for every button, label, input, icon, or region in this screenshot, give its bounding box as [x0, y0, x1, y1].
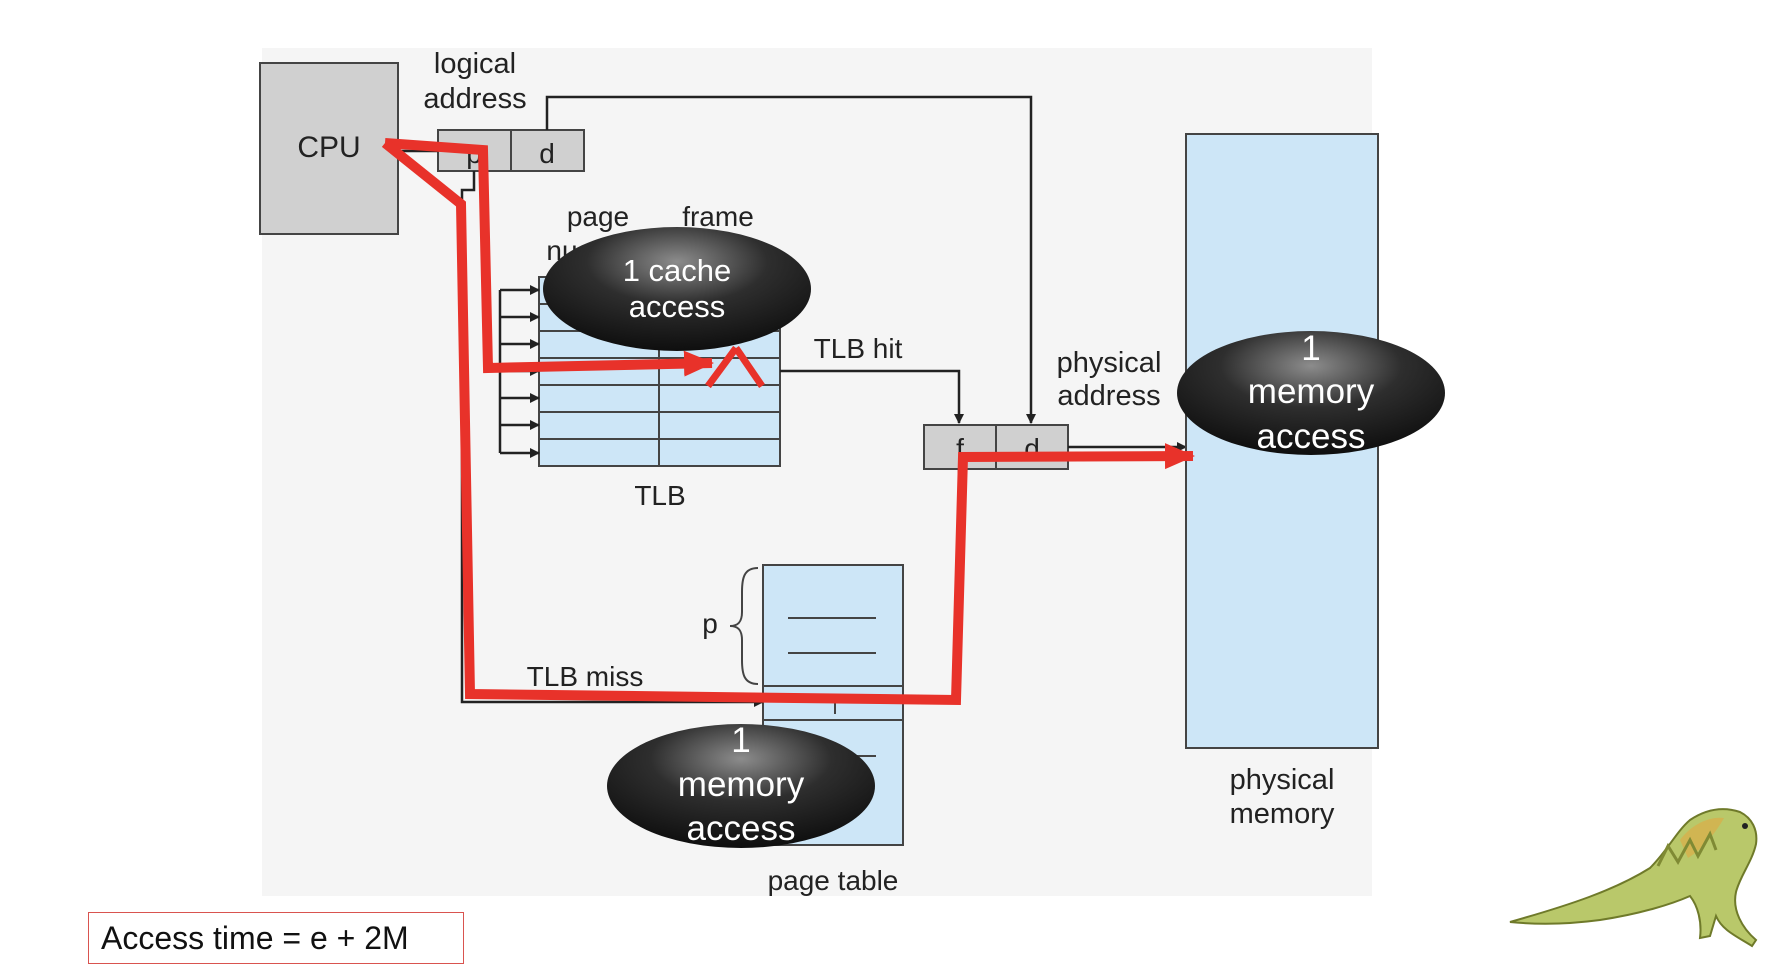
memory-bottom-line3: access — [687, 809, 796, 848]
logical-d-label: d — [539, 138, 555, 169]
tlb-miss-x-mark — [705, 345, 765, 389]
tlb-label: TLB — [634, 480, 685, 511]
page-table-brace — [729, 567, 759, 685]
memory-access-callout-bottom: 1 memory access — [607, 721, 875, 848]
memory-bottom-line1: 1 — [731, 721, 750, 760]
logical-address-label-line1: logical — [434, 48, 516, 80]
physical-memory-label-line2: memory — [1230, 798, 1335, 830]
cpu-box — [259, 62, 399, 235]
offset-path-line — [545, 95, 1036, 424]
dinosaur-icon — [1509, 808, 1758, 948]
tlb-page-header: page — [567, 201, 629, 232]
page-table-label: page table — [768, 865, 899, 896]
tlb-miss-label: TLB miss — [527, 661, 644, 692]
access-time-formula: Access time = e + 2M — [88, 912, 464, 964]
tlb-hit-line — [780, 369, 964, 424]
physical-memory-label-line1: physical — [1230, 764, 1335, 796]
physical-f-label: f — [956, 433, 964, 464]
memory-right-line1: 1 — [1301, 329, 1320, 368]
tlb-frame-header: frame — [682, 201, 754, 232]
memory-bottom-line2: memory — [678, 765, 805, 804]
cache-callout-line1: 1 cache — [623, 253, 732, 288]
red-access-paths — [381, 138, 1195, 706]
logical-d-cell — [510, 129, 585, 172]
logical-address-label-line2: address — [423, 83, 526, 115]
tlb-hit-label: TLB hit — [814, 333, 903, 364]
page-table-p-label: p — [702, 608, 718, 639]
memory-access-callout-right: 1 memory access — [1177, 329, 1445, 456]
tlb-miss-line — [460, 171, 764, 707]
physical-address-label-line1: physical — [1057, 347, 1162, 379]
red-tlb-lookup-path — [384, 138, 714, 377]
cache-callout-line2: access — [629, 289, 725, 324]
memory-right-line2: memory — [1248, 372, 1375, 411]
cache-access-callout: 1 cache access — [543, 227, 811, 351]
red-miss-path — [381, 139, 1195, 706]
cpu-label: CPU — [297, 131, 360, 164]
memory-right-line3: access — [1257, 417, 1366, 456]
physical-address-label-line2: address — [1057, 380, 1160, 412]
